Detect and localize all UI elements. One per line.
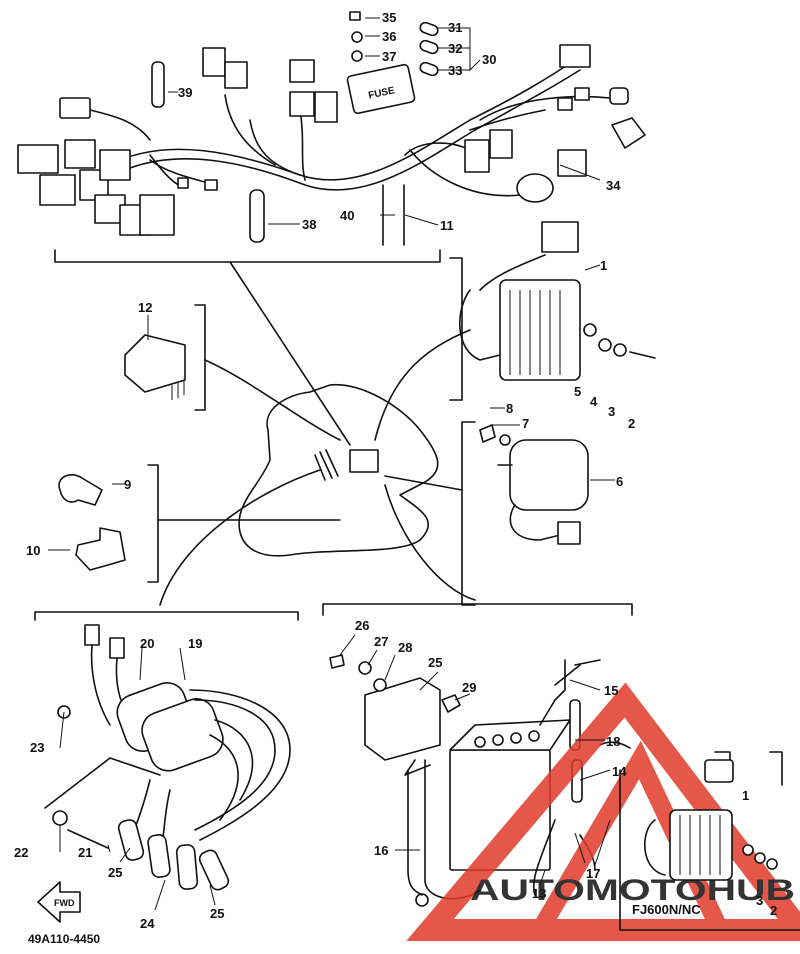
callout-16: 16 — [374, 843, 388, 858]
callout-33: 32 — [448, 41, 462, 56]
callout-20: 20 — [140, 636, 154, 651]
callout-inset-1: 1 — [742, 788, 749, 803]
callout-17: 17 — [586, 866, 600, 881]
clamps — [58, 474, 126, 571]
callout-6: 6 — [616, 474, 623, 489]
ignition-coils — [44, 624, 291, 891]
rectifier-regulator — [459, 221, 656, 381]
callout-38: 37 — [382, 49, 396, 64]
callout-9: 9 — [124, 477, 131, 492]
callout-36: 35 — [382, 10, 396, 25]
callout-13: 13 — [532, 886, 546, 901]
callout-26: 25 — [428, 655, 442, 670]
callout-19: 19 — [188, 636, 202, 651]
callout-12: 12 — [138, 300, 152, 315]
callout-7: 7 — [522, 416, 529, 431]
variant-label: FJ600N/NC — [632, 902, 701, 917]
callout-37: 36 — [382, 29, 396, 44]
callout-10: 10 — [26, 543, 40, 558]
fuse-box-label: FUSE — [367, 85, 396, 101]
fwd-label: FWD — [54, 898, 75, 908]
callout-25-left: 25 — [108, 865, 122, 880]
callout-40: 39 — [178, 85, 192, 100]
callout-inset-2: 2 — [770, 903, 777, 918]
callout-15: 15 — [604, 683, 618, 698]
callout-11: 11 — [440, 218, 454, 233]
group-brackets — [34, 249, 633, 621]
callout-30: 29 — [462, 680, 476, 695]
battery-assembly — [329, 654, 631, 907]
callout-24: 24 — [140, 916, 155, 931]
variant-inset: FJ600N/NC — [619, 751, 800, 931]
starter-relay — [479, 424, 589, 545]
callout-3: 3 — [608, 404, 615, 419]
diagram-code: 49A110-4450 — [28, 932, 100, 946]
callout-2: 2 — [628, 416, 635, 431]
callouts: 35 36 37 31 32 33 30 39 38 40 11 34 1 5 … — [14, 10, 777, 931]
callout-35: 34 — [606, 178, 621, 193]
watermark-text: AUTOMOTOHUB — [470, 874, 795, 907]
callout-27: 26 — [355, 618, 369, 633]
relay — [124, 334, 186, 400]
callout-34: 33 — [448, 63, 462, 78]
callout-32: 31 — [448, 20, 462, 35]
callout-14: 14 — [612, 764, 627, 779]
callout-21: 21 — [78, 845, 92, 860]
fwd-arrow: FWD — [37, 881, 81, 923]
callout-8: 8 — [506, 401, 513, 416]
callout-4: 4 — [590, 394, 598, 409]
frame-center — [157, 261, 476, 606]
callout-25-right: 25 — [210, 906, 224, 921]
callout-5: 5 — [574, 384, 581, 399]
callout-41: 40 — [340, 208, 354, 223]
callout-28: 27 — [374, 634, 388, 649]
callout-18: 18 — [606, 734, 620, 749]
callout-29: 28 — [398, 640, 412, 655]
callout-39: 38 — [302, 217, 316, 232]
callout-22: 22 — [14, 845, 28, 860]
callout-23: 23 — [30, 740, 44, 755]
callout-31: 30 — [482, 52, 496, 67]
callout-inset-3: 3 — [756, 893, 763, 908]
callout-1: 1 — [600, 258, 607, 273]
wire-harness — [17, 11, 646, 246]
